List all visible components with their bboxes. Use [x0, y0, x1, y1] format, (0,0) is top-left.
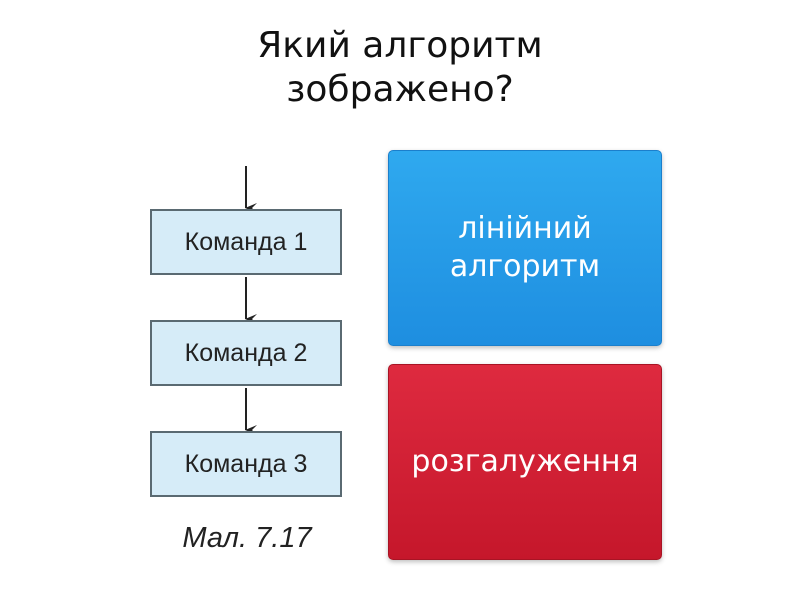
answer-2-label: розгалуження: [411, 444, 639, 479]
answer-1-line-1: лінійний: [458, 211, 592, 246]
command-box-2: Команда 2: [150, 320, 342, 386]
answer-branching-button[interactable]: розгалуження: [388, 364, 662, 560]
question-line-2: зображено?: [286, 69, 514, 110]
flowchart-arrows: [245, 166, 257, 435]
command-box-3: Команда 3: [150, 431, 342, 497]
figure-caption: Мал. 7.17: [182, 522, 312, 554]
answer-linear-algorithm-button[interactable]: лінійний алгоритм: [388, 150, 662, 346]
flowchart-image: Команда 1 Команда 2 Команда 3 Мал. 7.17: [140, 150, 354, 570]
command-box-1: Команда 1: [150, 209, 342, 275]
question-line-1: Який алгоритм: [257, 25, 543, 66]
answer-1-line-2: алгоритм: [449, 249, 601, 284]
question-title: Який алгоритм зображено?: [100, 24, 700, 112]
